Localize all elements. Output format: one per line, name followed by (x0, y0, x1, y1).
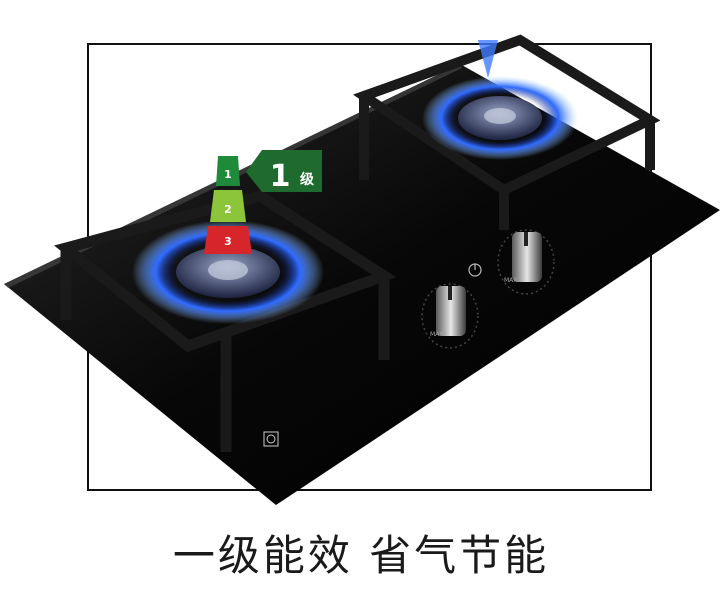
power-symbol-icon (468, 263, 482, 277)
energy-level-badge (246, 150, 322, 192)
energy-label: 1 2 3 1 级 (204, 150, 322, 254)
energy-level-number: 1 (270, 159, 291, 194)
energy-scale-label-2: 2 (224, 203, 232, 216)
flame-tip-right (478, 40, 498, 78)
knob-right: MAX (497, 229, 555, 295)
knob-left: MAX (421, 283, 479, 349)
knob-left-body (436, 286, 466, 336)
energy-scale-level-1 (216, 156, 240, 186)
gear-logo-icon (263, 431, 279, 447)
energy-scale-level-3 (204, 226, 252, 254)
burner-right (352, 34, 661, 230)
energy-scale-label-3: 3 (224, 235, 232, 248)
burner-left (54, 190, 397, 452)
energy-scale-level-2 (210, 190, 246, 222)
knob-right-body (512, 232, 542, 282)
caption-text: 一级能效 省气节能 (172, 531, 550, 580)
knob-right-label: MAX (504, 277, 517, 284)
knob-left-label: MAX (430, 331, 443, 338)
energy-level-suffix: 级 (300, 171, 315, 188)
energy-scale-label-1: 1 (224, 168, 232, 181)
